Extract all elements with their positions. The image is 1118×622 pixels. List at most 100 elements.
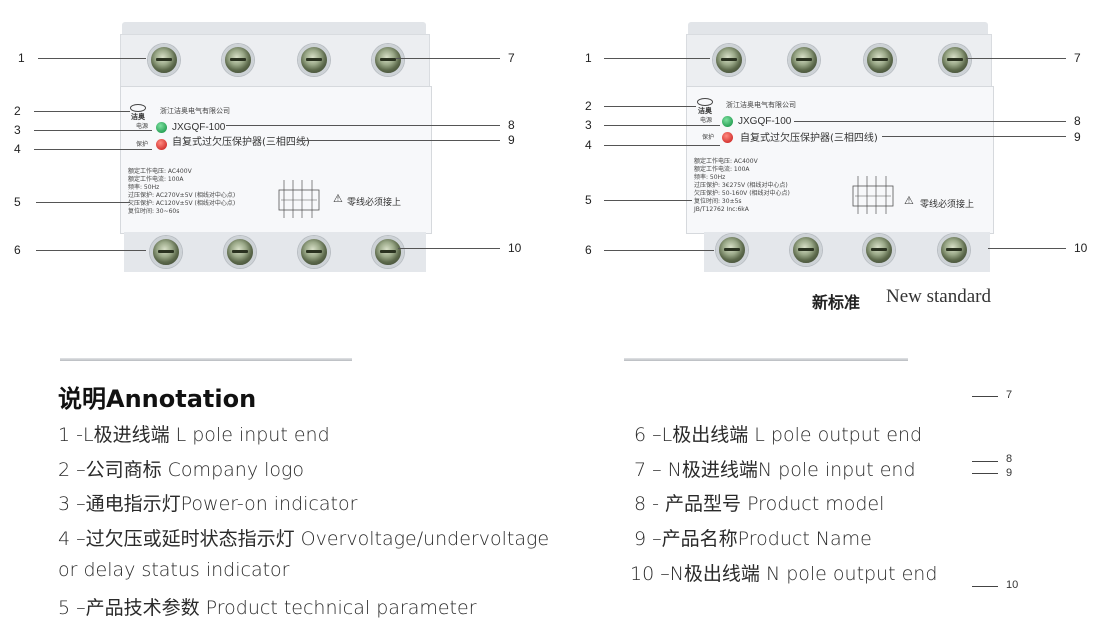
callout-5: 5: [585, 193, 592, 207]
warning-triangle-icon: ⚠: [904, 194, 914, 207]
callout-7: 7: [508, 51, 515, 65]
terminal-screw-l3-out: [298, 236, 330, 268]
company-logo: 洁奥: [697, 98, 713, 115]
neutral-warning-text: 零线必须接上: [347, 198, 402, 208]
logo-text: 洁奥: [698, 107, 712, 115]
annotation-item-2: 2 –公司商标 Company logo: [58, 459, 305, 481]
terminal-screw-l2-out: [224, 236, 256, 268]
terminal-screw-l2-in: [222, 44, 254, 76]
product-name: 自复式过欠压保护器(三相四线): [172, 137, 310, 148]
spec-line: 过压保护: 3€275V (相线对中心点): [694, 182, 788, 189]
terminal-screw-l3-in: [864, 44, 896, 76]
logo-mark-icon: [130, 104, 146, 112]
product-model: JXGQF-100: [738, 116, 792, 127]
neutral-warning-text: 零线必须接上: [920, 200, 975, 210]
spec-line: 欠压保护: AC120V±5V (相线对中心点): [128, 200, 236, 207]
spec-line: JB/T12762 Inc:6kA: [694, 206, 749, 213]
logo-mark-icon: [697, 98, 713, 106]
callout-1-line: [604, 58, 710, 59]
callout-9-line: [882, 136, 1066, 137]
callout-3-line: [34, 130, 152, 131]
callout-6: 6: [14, 243, 21, 257]
device-front-panel: [686, 86, 994, 234]
terminal-screw-n-in: [372, 44, 404, 76]
callout-1: 1: [585, 51, 592, 65]
logo-text: 洁奥: [131, 113, 145, 121]
spec-line: 频率: 50Hz: [694, 174, 726, 181]
callout-2: 2: [585, 99, 592, 113]
callout-4: 4: [585, 138, 592, 152]
callout-4-line: [604, 145, 720, 146]
callout-2-line: [604, 106, 696, 107]
spec-line: 额定工作电压: AC400V: [694, 158, 758, 165]
device-left: 洁奥 浙江洁奥电气有限公司 电源 JXGQF-100 保护 自复式过欠压保护器(…: [0, 0, 560, 300]
callout-6-line: [604, 250, 714, 251]
company-name: 浙江洁奥电气有限公司: [726, 101, 796, 109]
annotation-item-4: 4 –过欠压或延时状态指示灯 Overvoltage/undervoltage: [58, 528, 550, 550]
annotation-item-8: 8 - 产品型号 Product model: [634, 493, 885, 515]
wiring-diagram: [852, 176, 894, 214]
terminal-screw-l1-out: [716, 234, 748, 266]
spec-line: 额定工作电压: AC400V: [128, 168, 192, 175]
device-front-panel: [120, 86, 432, 234]
callout-8: 8: [508, 118, 515, 132]
spec-line: 欠压保护: 50-160V (相线对中心点): [694, 190, 790, 197]
power-indicator-led: [156, 122, 167, 133]
callout-1-line: [38, 58, 146, 59]
terminal-screw-n-out: [372, 236, 404, 268]
spec-line: 额定工作电流: 100A: [128, 176, 184, 183]
annotation-item-10: 10 –N极出线端 N pole output end: [630, 563, 938, 585]
wiring-diagram: [278, 180, 320, 218]
callout-7: 7: [1074, 51, 1081, 65]
callout-4-line: [34, 149, 152, 150]
warning-triangle-icon: ⚠: [333, 192, 343, 205]
callout-2: 2: [14, 104, 21, 118]
callout-5: 5: [14, 195, 21, 209]
callout-10-line: [398, 248, 500, 249]
side-dash-10: [972, 586, 998, 587]
divider-right: [624, 358, 908, 361]
terminal-screw-l3-in: [298, 44, 330, 76]
callout-10: 10: [1074, 241, 1088, 255]
company-logo: 洁奥: [130, 104, 146, 121]
terminal-screw-l2-out: [790, 234, 822, 266]
side-number-10: 10: [1006, 579, 1019, 591]
terminal-screw-l2-in: [788, 44, 820, 76]
callout-3: 3: [14, 123, 21, 137]
power-indicator-led: [722, 116, 733, 127]
annotation-item-4-continued: or delay status indicator: [58, 559, 290, 581]
callout-2-line: [34, 111, 130, 112]
terminal-screw-l3-out: [863, 234, 895, 266]
callout-10: 10: [508, 241, 522, 255]
protection-indicator-led: [722, 132, 733, 143]
protection-indicator-led: [156, 139, 167, 150]
callout-3: 3: [585, 118, 592, 132]
callout-5-line: [36, 202, 130, 203]
side-dash-9: [972, 473, 998, 474]
annotation-item-3: 3 –通电指示灯Power-on indicator: [58, 493, 358, 515]
callout-1: 1: [18, 51, 25, 65]
led-power-label: 电源: [136, 123, 149, 130]
callout-10-line: [988, 248, 1066, 249]
callout-6-line: [36, 250, 146, 251]
terminal-screw-n-in: [939, 44, 971, 76]
side-number-9: 9: [1006, 467, 1013, 479]
side-number-7: 7: [1006, 389, 1013, 401]
side-number-8: 8: [1006, 453, 1013, 465]
callout-8-line: [226, 125, 500, 126]
annotation-item-1: 1 -L极进线端 L pole input end: [58, 424, 330, 446]
caption-english: New standard: [886, 286, 991, 307]
callout-9-line: [298, 140, 500, 141]
callout-7-line: [966, 58, 1066, 59]
callout-4: 4: [14, 142, 21, 156]
side-dash-7: [972, 396, 998, 397]
product-model: JXGQF-100: [172, 122, 226, 133]
spec-line: 频率: 50Hz: [128, 184, 160, 191]
callout-8-line: [794, 121, 1066, 122]
side-dash-8: [972, 461, 998, 462]
led-protect-label: 保护: [702, 134, 715, 141]
callout-6: 6: [585, 243, 592, 257]
spec-line: 复位时间: 30±5s: [694, 198, 742, 205]
terminal-screw-l1-out: [150, 236, 182, 268]
terminal-screw-l1-in: [148, 44, 180, 76]
